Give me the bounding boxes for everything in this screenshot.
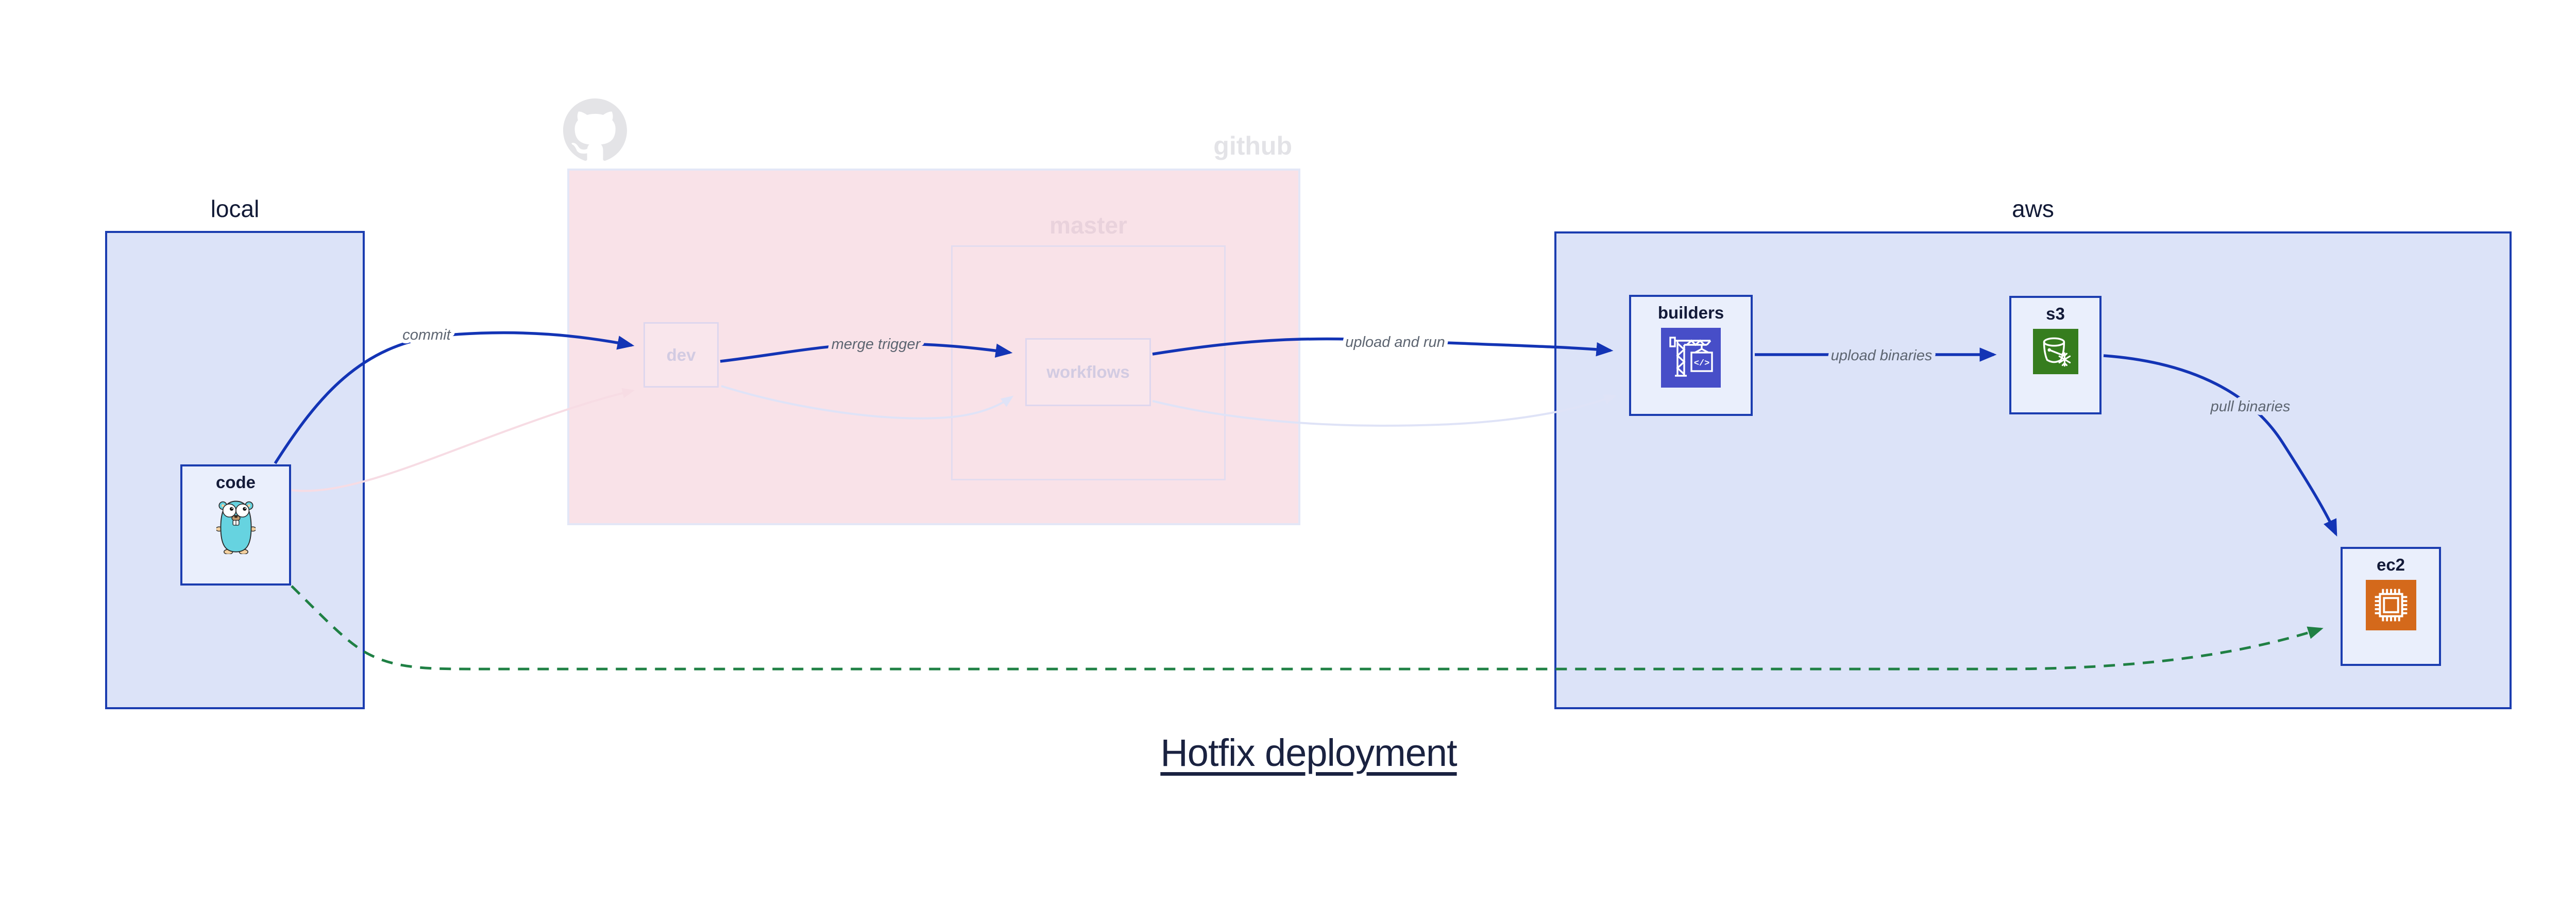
node-dev: dev	[643, 322, 719, 388]
node-ec2-label: ec2	[2376, 555, 2405, 574]
github-container-label: github	[1213, 131, 1292, 160]
go-gopher-icon	[215, 497, 257, 555]
master-container-label: master	[1049, 212, 1127, 239]
diagram-title-text: Hotfix deployment	[1160, 731, 1457, 774]
node-builders-label: builders	[1657, 303, 1724, 322]
node-workflows: workflows	[1025, 338, 1151, 406]
node-code: code	[180, 464, 291, 586]
local-container-label: local	[210, 195, 260, 222]
node-dev-label: dev	[666, 345, 696, 364]
edge-workflows-builders-faded	[1152, 394, 1617, 427]
edge-label-commit: commit	[402, 327, 451, 343]
node-builders: builders <	[1629, 295, 1753, 416]
edge-label-pull-binaries: pull binaries	[2210, 398, 2291, 415]
github-octocat-icon	[563, 98, 627, 161]
aws-container-label: aws	[2012, 195, 2054, 222]
edge-pull-binaries	[2103, 354, 2337, 537]
node-s3-label: s3	[2046, 304, 2065, 323]
node-s3: s3	[2009, 296, 2102, 414]
node-ec2: ec2	[2341, 547, 2441, 666]
node-workflows-label: workflows	[1046, 362, 1130, 382]
edge-hotfix-dashed	[291, 585, 2324, 671]
ec2-chip-icon	[2365, 579, 2416, 630]
edge-merge-trigger	[720, 342, 1013, 363]
s3-glacier-bucket-icon	[2032, 328, 2078, 374]
edge-label-upload-binaries: upload binaries	[1831, 347, 1933, 364]
edge-upload-and-run	[1152, 337, 1614, 357]
edge-code-dev-faded	[291, 388, 635, 492]
codebuild-crane-icon: </>	[1661, 327, 1721, 388]
edge-label-upload-and-run: upload and run	[1345, 334, 1445, 350]
svg-text:</>: </>	[1694, 359, 1710, 369]
diagram-title: Hotfix deployment	[1048, 731, 1569, 775]
edge-commit	[274, 331, 635, 464]
edge-dev-workflows-faded	[721, 385, 1014, 420]
node-code-label: code	[215, 473, 256, 492]
master-container	[951, 245, 1226, 480]
edge-label-merge-trigger: merge trigger	[832, 336, 921, 353]
